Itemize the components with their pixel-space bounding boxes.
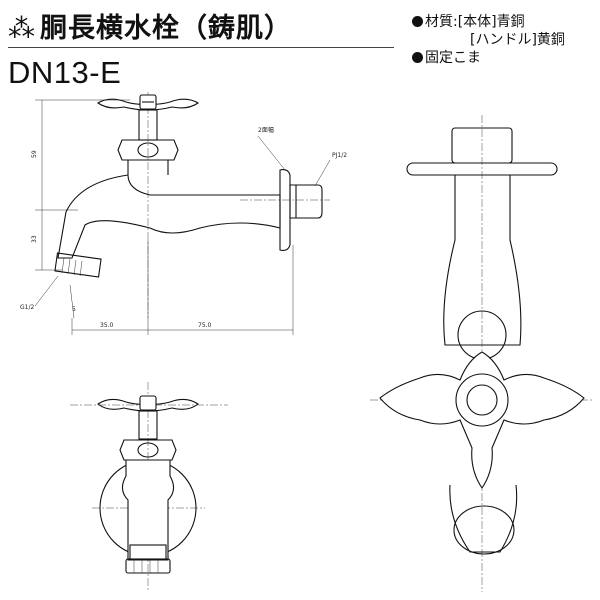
outlet-thread-leader — [34, 275, 59, 307]
thread-line-1 — [61, 257, 65, 274]
front-bonnet — [119, 439, 177, 461]
thread-line-2 — [67, 258, 71, 275]
spec-notes: 材質:[本体]青銅 [ハンドル]黄銅 固定こま — [412, 13, 565, 67]
title-text: 胴長横水栓（鋳肌） — [40, 13, 292, 44]
side-outlet-thread — [54, 252, 102, 278]
front-body — [121, 459, 175, 561]
spec-handle-row: [ハンドル]黄銅 — [412, 31, 565, 49]
spec-fixed-row: 固定こま — [412, 49, 565, 67]
top-handle-hub — [455, 373, 509, 427]
dim-width-right: 75.0 — [198, 322, 212, 329]
bullet-icon — [412, 16, 423, 27]
inlet-thread-label: PJ1/2 — [332, 152, 347, 159]
spec-material-label: 材質: — [425, 14, 458, 30]
side-body — [57, 160, 281, 259]
top-body — [443, 175, 522, 346]
front-handle-hub — [139, 395, 157, 411]
title-mark-icon: ⁂ — [8, 13, 36, 44]
top-wall-flange — [406, 162, 558, 176]
side-wall-flange — [279, 169, 291, 251]
spec-fixed-piece: 固定こま — [425, 50, 481, 66]
top-outlet-ring — [453, 505, 515, 555]
spec-material-body: [本体]青銅 — [457, 14, 525, 30]
thread-line-3 — [73, 259, 77, 276]
side-view: 59 33 35.0 75.0 5 — [20, 92, 347, 335]
side-inlet — [289, 184, 323, 219]
side-bonnet — [117, 139, 179, 161]
model-number: DN13-E — [8, 55, 122, 90]
dim-small-leader — [69, 284, 75, 319]
top-spout — [449, 484, 518, 553]
dim-width-left: 35.0 — [100, 322, 114, 329]
outlet-thread-label: G1/2 — [20, 304, 34, 311]
page-title: ⁂胴長横水栓（鋳肌） — [8, 6, 292, 45]
dim-height-lower: 33 — [31, 235, 38, 243]
front-bonnet-hex — [137, 442, 159, 458]
top-view — [370, 115, 592, 592]
wrench-note-label: 2面幅 — [258, 126, 274, 134]
front-stem — [138, 410, 158, 440]
dim-height-upper: 59 — [31, 150, 38, 158]
title-divider — [8, 47, 394, 48]
spec-material-handle: [ハンドル]黄銅 — [470, 32, 565, 48]
spec-material-row: 材質:[本体]青銅 — [412, 13, 565, 31]
wrench-note-leader — [257, 135, 286, 171]
side-bonnet-hex — [137, 142, 159, 158]
side-handle-arms — [96, 98, 200, 111]
front-outlet-thread — [125, 558, 171, 574]
dim-small-offset: 5 — [72, 306, 76, 313]
bullet-icon — [412, 52, 423, 63]
front-view — [70, 382, 228, 592]
thread-line-4 — [79, 260, 83, 277]
inlet-thread-leader — [314, 159, 331, 187]
top-handle-center — [466, 384, 498, 416]
front-handle-arms — [97, 398, 199, 412]
